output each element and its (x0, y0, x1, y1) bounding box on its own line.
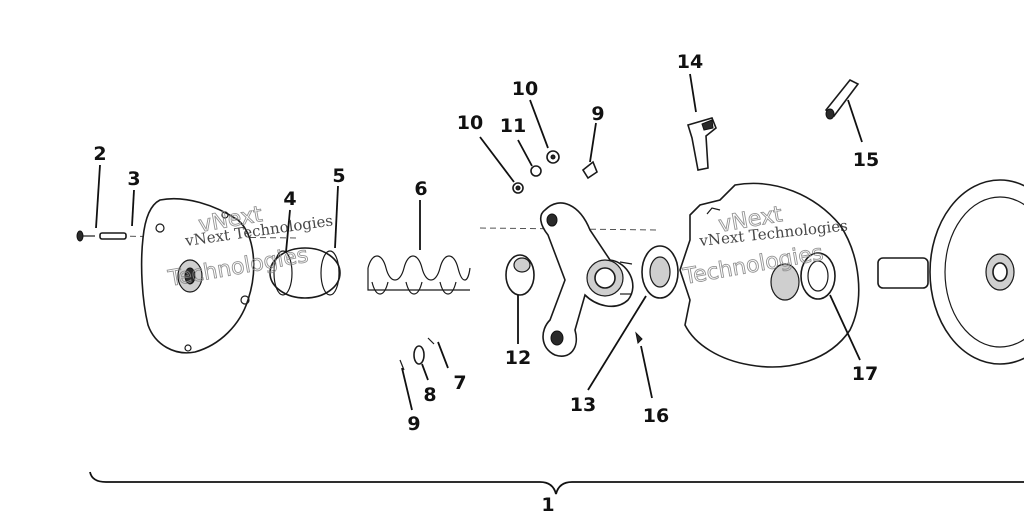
link-arm-assembly (539, 202, 634, 357)
part-12-bushing (505, 254, 535, 296)
callout-4: 4 (283, 188, 296, 210)
part-10-nut-left (512, 182, 524, 194)
callout-9-upper: 9 (591, 103, 604, 125)
callout-5: 5 (332, 165, 345, 187)
part-6-spring (367, 255, 471, 295)
callout-1: 1 (541, 494, 554, 512)
callout-17: 17 (852, 363, 878, 385)
callout-14: 14 (677, 51, 703, 73)
callout-7: 7 (453, 372, 466, 394)
callout-labels: 1 2 3 4 5 6 7 8 9 9 10 10 11 12 13 14 15… (93, 51, 879, 512)
part-11-washer (530, 165, 542, 177)
part-14-latch (686, 117, 717, 171)
callout-13: 13 (570, 394, 596, 416)
part-13-bearing (641, 245, 679, 299)
left-housing-cover (140, 197, 255, 354)
drive-drum (877, 179, 1024, 365)
callout-6: 6 (414, 178, 427, 200)
callout-8: 8 (423, 384, 436, 406)
callout-9-lower: 9 (407, 413, 420, 435)
leader-lines (95, 73, 863, 411)
right-housing (679, 182, 860, 368)
callout-2: 2 (93, 143, 106, 165)
callout-16: 16 (643, 405, 669, 427)
callout-3: 3 (127, 168, 140, 190)
assembly-bracket (89, 471, 1024, 495)
part-8-washer (413, 345, 425, 365)
callout-10-right: 10 (512, 78, 538, 100)
callout-12: 12 (505, 347, 531, 369)
part-3-pin (99, 232, 127, 240)
part-16-screw (635, 331, 643, 345)
part-15-pin (824, 78, 860, 120)
part-2-screw (76, 230, 95, 242)
part-7-pin (427, 337, 435, 345)
part-10-nut-right (546, 150, 560, 164)
callout-11: 11 (500, 115, 526, 137)
part-9-bolt-lower (399, 359, 405, 371)
callout-15: 15 (853, 149, 879, 171)
callout-10-left: 10 (457, 112, 483, 134)
part-9-bolt-upper (581, 160, 598, 180)
part-5-sleeve (269, 247, 341, 299)
